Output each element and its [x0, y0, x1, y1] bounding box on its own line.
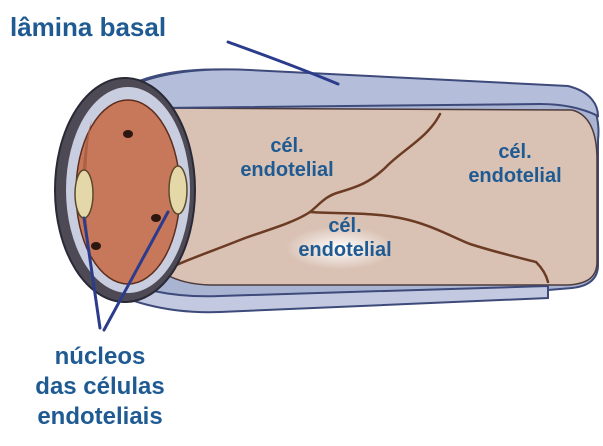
lumen-spot-3	[91, 242, 101, 250]
nuclei-label-line3: endoteliais	[0, 402, 200, 432]
nuclei-label: núcleos das células endoteliais	[0, 342, 200, 432]
basal-lamina-label: lâmina basal	[10, 14, 166, 40]
nucleus-right	[169, 166, 187, 214]
cell-label-left-line2: endotelial	[212, 158, 362, 182]
cell-label-right: cél. endotelial	[440, 140, 590, 188]
nucleus-left	[75, 170, 93, 218]
cell-label-right-line2: endotelial	[440, 164, 590, 188]
cell-label-right-line1: cél.	[440, 140, 590, 164]
cell-label-bottom: cél. endotelial	[270, 214, 420, 262]
nuclei-label-line1: núcleos	[0, 342, 200, 372]
cell-label-bottom-line1: cél.	[270, 214, 420, 238]
cell-label-left: cél. endotelial	[212, 134, 362, 182]
lumen-spot-2	[151, 214, 161, 222]
nuclei-label-line2: das células	[0, 372, 200, 402]
cell-label-left-line1: cél.	[212, 134, 362, 158]
lumen-spot-1	[123, 130, 133, 138]
cell-label-bottom-line2: endotelial	[270, 238, 420, 262]
